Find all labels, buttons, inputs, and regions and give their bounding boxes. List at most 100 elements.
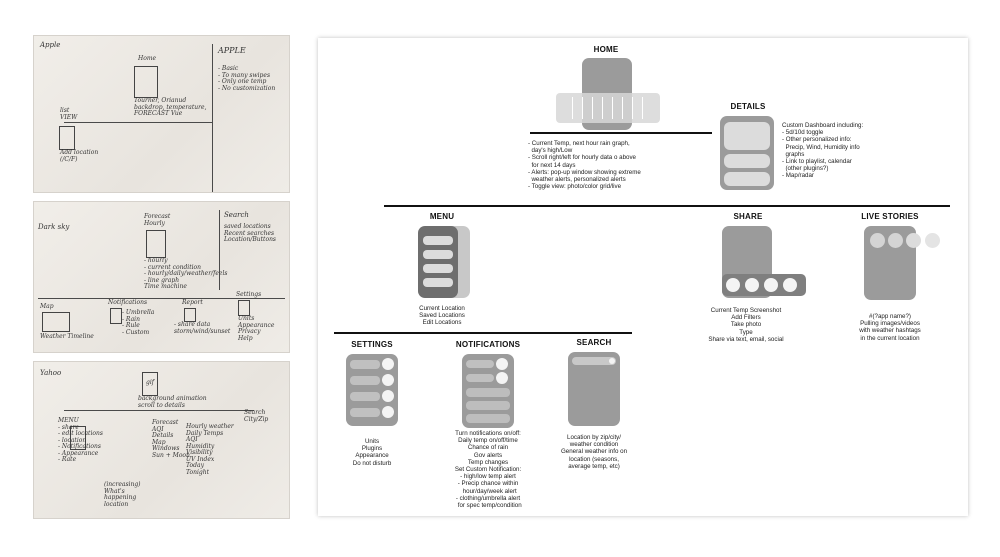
details-widget-1	[724, 122, 770, 150]
home-notes: - Current Temp, next hour rain graph, da…	[528, 140, 641, 190]
sketch-title: Forecast Hourly	[144, 214, 170, 227]
sketch-bottom-notifications-sub: - Umbrella - Rain - Rule - Custom	[122, 310, 154, 336]
notifications-phone	[462, 354, 514, 428]
home-rule	[530, 132, 712, 134]
notif-dropdown-3[interactable]	[466, 414, 510, 423]
settings-row-4	[350, 408, 380, 417]
sketch-bottom-notifications: Notifications	[108, 300, 147, 307]
menu-phone	[418, 226, 458, 298]
sketch-map-box	[42, 312, 70, 332]
share-option-2	[745, 278, 759, 292]
search-notes: Location by zip/city/ weather condition …	[544, 434, 644, 470]
sketch-bottom-map-sub: Weather Timeline	[40, 334, 94, 341]
sketch-phone	[146, 230, 166, 258]
sketch-settings-box	[238, 300, 250, 316]
sketch-mid: Forecast AQI Details Map Windows Sun + M…	[152, 420, 190, 459]
sketch-notif-box	[110, 308, 122, 324]
notif-toggle-2[interactable]	[496, 372, 508, 384]
sketch-labels: MENU - share - edit locations - location…	[58, 418, 103, 464]
share-options-strip	[722, 274, 806, 296]
sketch-bottom-settings: Settings	[236, 292, 261, 299]
settings-row-1	[350, 360, 380, 369]
sketch-bottom-settings-sub: Units Appearance Privacy Help	[238, 316, 274, 342]
details-title: DETAILS	[720, 102, 776, 111]
details-phone	[720, 116, 774, 190]
sketch-title: gif	[146, 380, 154, 387]
notif-dropdown-2[interactable]	[466, 401, 510, 410]
wireframe-board: HOME - Current Temp, next hour rain grap…	[318, 38, 968, 516]
sketch-sub: background animation scroll to details	[138, 396, 207, 409]
sketch-hline	[64, 122, 212, 123]
menu-title: MENU	[416, 212, 468, 221]
home-title: HOME	[580, 45, 632, 54]
notif-dropdown-1[interactable]	[466, 388, 510, 397]
sketch-corner-label: Dark sky	[38, 224, 69, 231]
sketch-photo-yahoo: Yahoo gif background animation scroll to…	[34, 362, 289, 518]
notifications-notes: Turn notifications on/off: Daily temp on…	[430, 430, 546, 509]
sketch-note: (increasing) What's happening location	[104, 482, 141, 508]
sketch-left-sub: Add location (/C/F)	[60, 150, 98, 163]
sketch-title: Home	[138, 56, 156, 63]
notifications-title: NOTIFICATIONS	[446, 340, 530, 349]
sketch-sub: - hourly - current condition - hourly/da…	[144, 258, 227, 291]
sketch-corner-label: Apple	[40, 42, 60, 49]
settings-toggle-4[interactable]	[382, 406, 394, 418]
sketch-bottom-report: Report	[182, 300, 203, 307]
share-option-3	[764, 278, 778, 292]
sketch-bottom-report-sub: - share data storm/wind/sunset	[174, 322, 230, 335]
menu-notes: Current Location Saved Locations Edit Lo…	[390, 305, 494, 327]
sketch-phone	[134, 66, 158, 98]
sketch-divider	[212, 44, 213, 192]
share-option-4	[783, 278, 797, 292]
sketch-divider	[219, 210, 220, 290]
sketch-search: Search City/Zip	[244, 410, 268, 423]
notif-row-2	[466, 374, 494, 382]
sketch-right-title: APPLE	[218, 48, 246, 55]
settings-row-3	[350, 392, 380, 401]
search-bar-button[interactable]	[609, 358, 615, 364]
story-bubble-4	[925, 233, 940, 248]
story-bubble-2	[888, 233, 903, 248]
settings-phone	[346, 354, 398, 426]
menu-item-1	[423, 236, 453, 245]
settings-toggle-2[interactable]	[382, 374, 394, 386]
details-notes: Custom Dashboard including: - 5d/10d tog…	[782, 122, 863, 180]
section-rule-middle	[384, 205, 950, 207]
sketch-right: Hourly weather Daily Temps AQI Humidity …	[186, 424, 234, 476]
menu-item-2	[423, 250, 453, 259]
sketch-corner-label: Yahoo	[40, 370, 61, 377]
sketch-hline	[64, 410, 254, 411]
sketch-left-label: list VIEW	[60, 108, 77, 121]
sketch-photo-apple: Apple Home Tourner, Orianud backdrop, te…	[34, 36, 289, 192]
sketch-right-items: saved locations Recent searches Location…	[224, 224, 276, 244]
story-bubble-3	[906, 233, 921, 248]
sketch-report-box	[184, 308, 196, 322]
search-title: SEARCH	[566, 338, 622, 347]
settings-notes: Units Plugins Appearance Do not disturb	[322, 438, 422, 467]
settings-toggle-3[interactable]	[382, 390, 394, 402]
sketch-right-title: Search	[224, 212, 249, 219]
story-bubble-1	[870, 233, 885, 248]
sketch-sub: Tourner, Orianud backdrop, temperature, …	[134, 98, 206, 118]
search-phone	[568, 352, 620, 426]
share-notes: Current Temp Screenshot Add Filters Take…	[684, 307, 808, 343]
section-rule-bottom	[334, 332, 632, 334]
sketch-right-items: - Basic - To many swipes - Only one temp…	[218, 66, 275, 92]
live-stories-title: LIVE STORIES	[852, 212, 928, 221]
live-stories-notes: #(?app name?) Pulling images/videos with…	[840, 313, 940, 342]
home-hourly-strip	[556, 93, 660, 123]
sketch-bottom-map: Map	[40, 304, 54, 311]
settings-toggle-1[interactable]	[382, 358, 394, 370]
menu-item-4	[423, 278, 453, 287]
share-title: SHARE	[720, 212, 776, 221]
menu-item-3	[423, 264, 453, 273]
notif-row-1	[466, 360, 494, 368]
details-widget-3	[724, 172, 770, 186]
sketch-photo-darksky: Dark sky Forecast Hourly - hourly - curr…	[34, 202, 289, 352]
settings-row-2	[350, 376, 380, 385]
details-widget-2	[724, 154, 770, 168]
sketch-list-box	[59, 126, 75, 150]
notif-toggle-1[interactable]	[496, 358, 508, 370]
settings-title: SETTINGS	[342, 340, 402, 349]
share-option-1	[726, 278, 740, 292]
